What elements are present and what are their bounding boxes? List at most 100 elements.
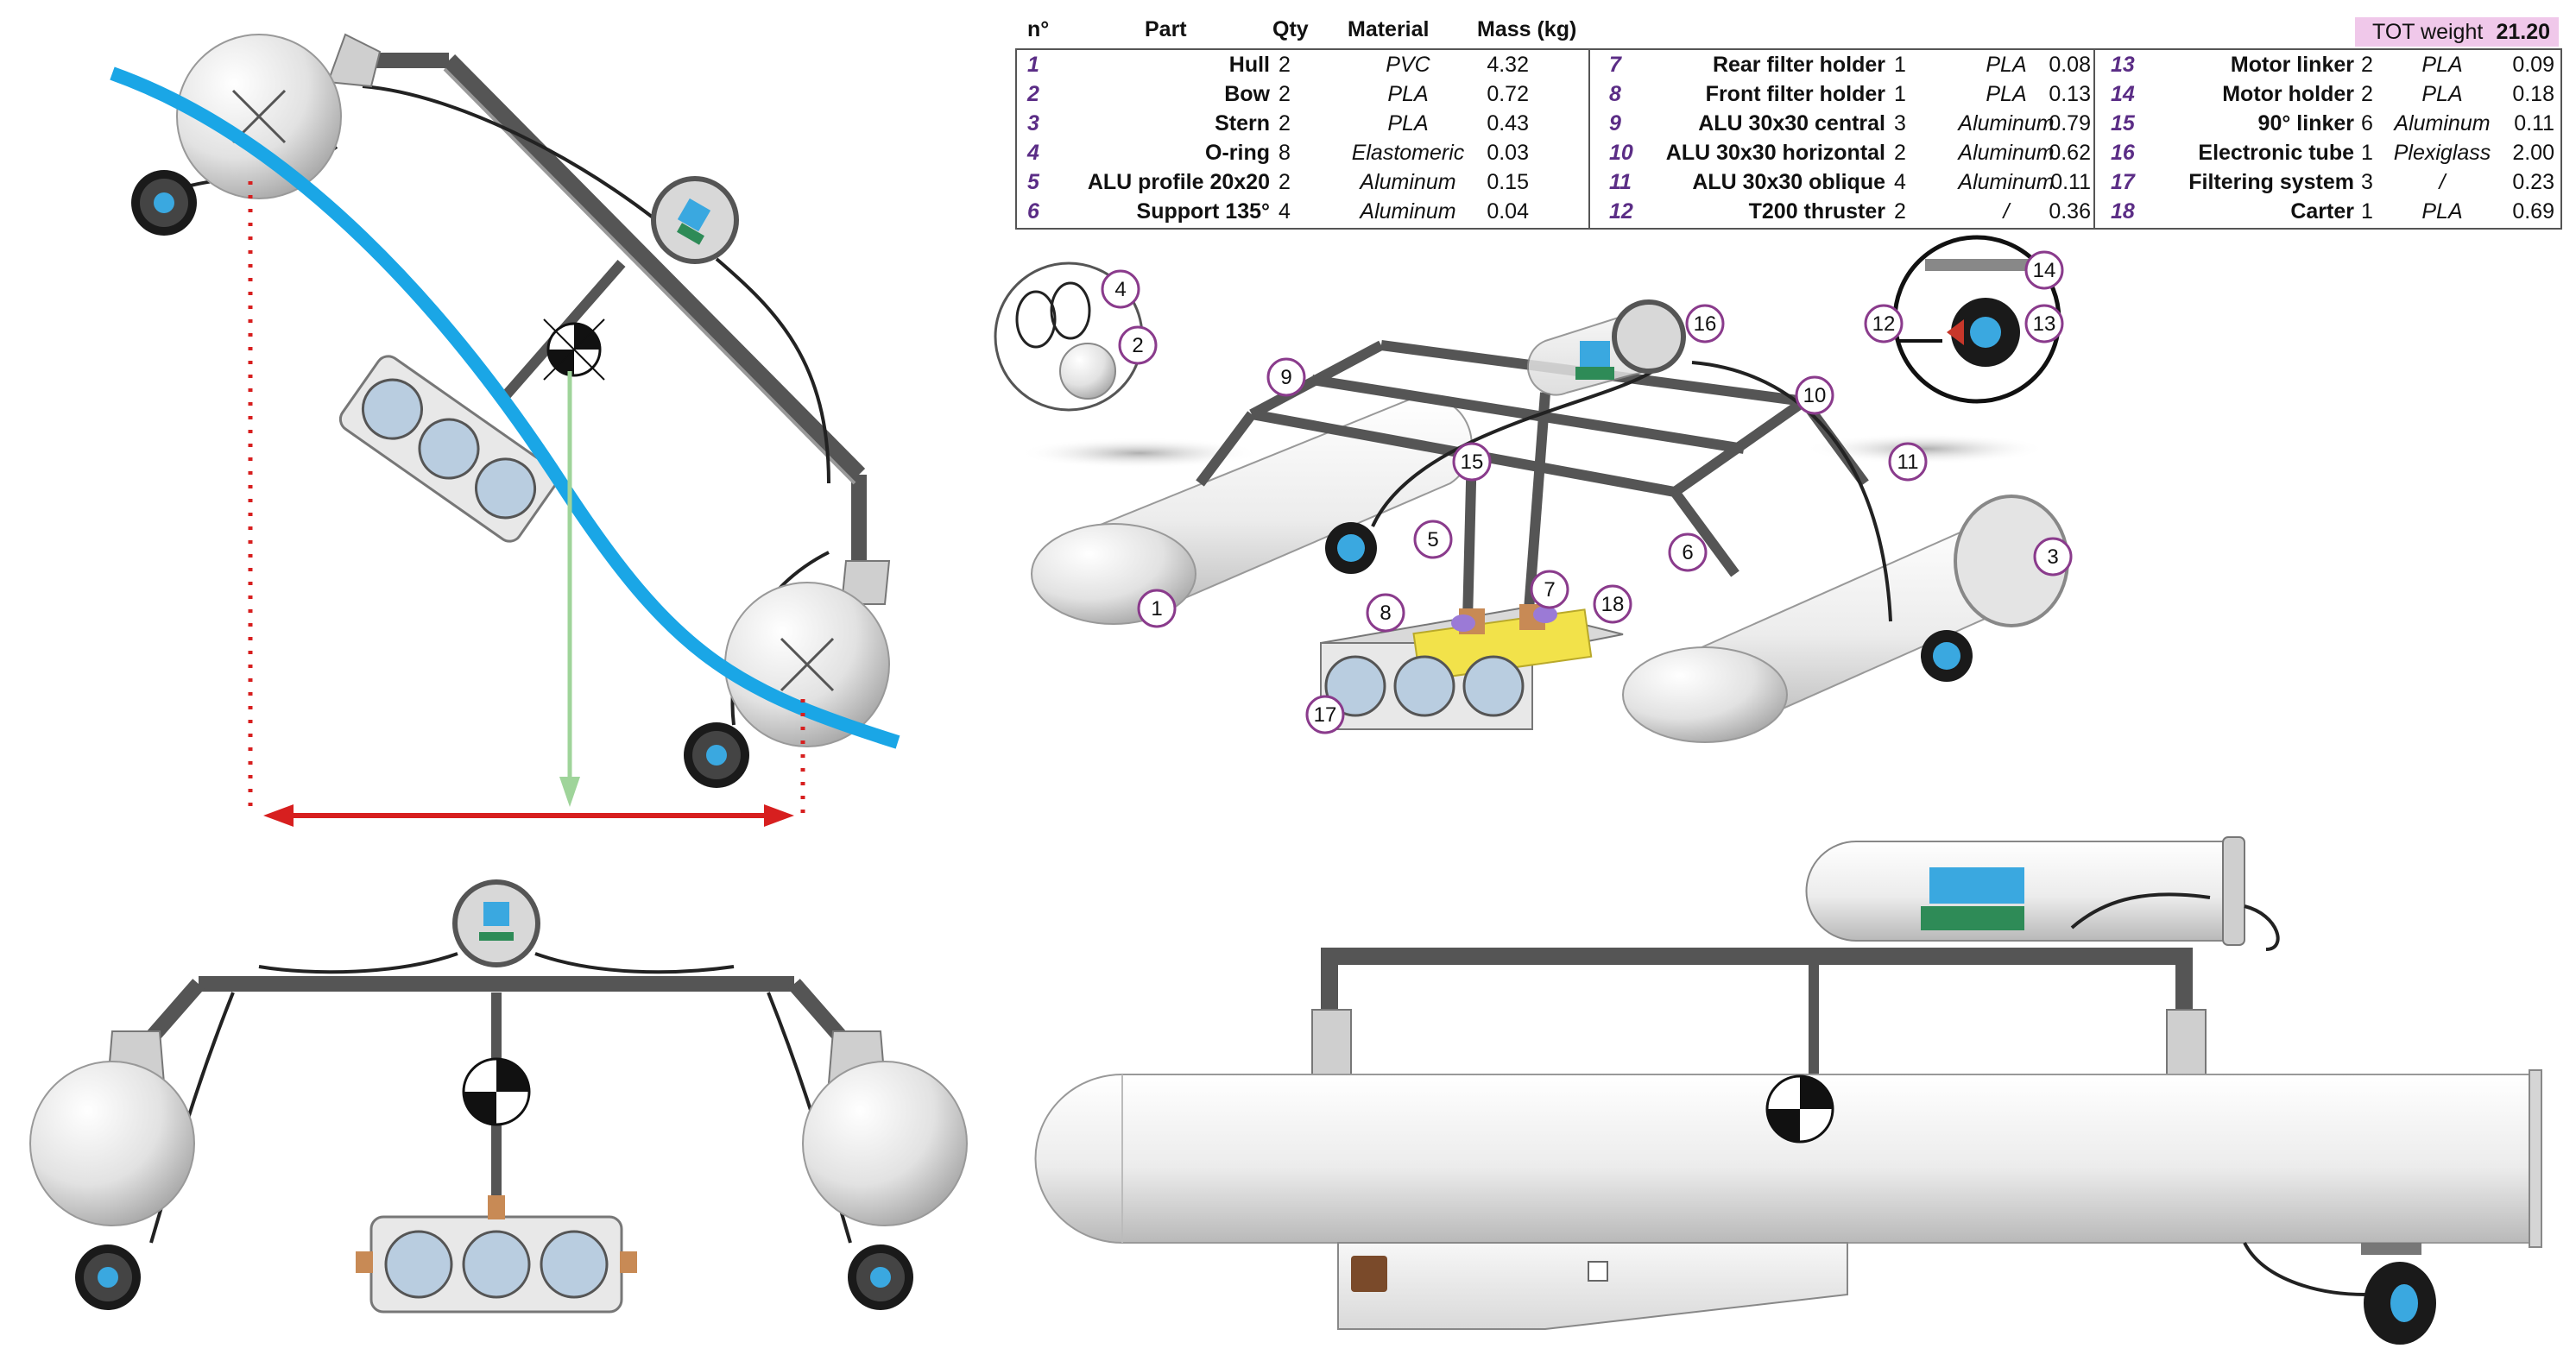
support-bracket	[840, 560, 891, 605]
filter-block	[338, 355, 559, 543]
hull	[1031, 395, 1473, 625]
callout-17: 17	[1305, 695, 1345, 734]
support-bracket	[326, 33, 382, 88]
svg-text:8: 8	[1380, 602, 1391, 625]
float-sphere	[29, 1061, 195, 1226]
callout-15: 15	[1452, 442, 1492, 482]
row-mass: 0.18	[2512, 82, 2554, 106]
svg-text:11: 11	[1897, 451, 1919, 474]
callout-10: 10	[1795, 375, 1834, 415]
row-qty: 1	[1894, 82, 1906, 106]
row-index: 10	[1609, 141, 1633, 165]
row-part: O-ring	[1205, 141, 1270, 165]
row-qty: 1	[1894, 53, 1906, 77]
row-qty: 2	[1894, 199, 1906, 224]
row-material: PLA	[2421, 82, 2463, 106]
row-part: ALU profile 20x20	[1087, 170, 1270, 194]
side-view	[1034, 836, 2542, 1345]
row-part: Motor linker	[2230, 53, 2354, 77]
thruster	[75, 1244, 141, 1310]
row-mass: 2.00	[2512, 141, 2554, 165]
row-part: Stern	[1215, 111, 1270, 135]
row-material: PLA	[2421, 199, 2463, 224]
svg-text:17: 17	[1314, 703, 1337, 727]
row-index: 14	[2111, 82, 2135, 106]
row-mass: 0.13	[2049, 82, 2091, 106]
row-mass: 0.43	[1487, 111, 1529, 135]
ground-shadow	[1804, 433, 2046, 464]
row-material: Elastomeric	[1351, 141, 1465, 165]
svg-text:3: 3	[2047, 545, 2058, 569]
callout-4: 4	[1101, 269, 1140, 309]
row-qty: 6	[2361, 111, 2373, 135]
row-material: PLA	[1387, 111, 1429, 135]
row-mass: 0.72	[1487, 82, 1529, 106]
callout-6: 6	[1668, 532, 1708, 572]
row-mass: 0.36	[2049, 199, 2091, 224]
row-qty: 4	[1279, 199, 1291, 224]
svg-text:14: 14	[2033, 259, 2056, 282]
callout-16: 16	[1685, 304, 1725, 343]
frame-beams	[1311, 948, 2207, 1080]
float-sphere	[802, 1061, 968, 1226]
row-mass: 0.11	[2050, 170, 2091, 194]
row-material: /	[2003, 199, 2010, 224]
weight-arrow	[559, 371, 580, 807]
row-part: Front filter holder	[1705, 82, 1885, 106]
row-qty: 2	[2361, 82, 2373, 106]
row-qty: 1	[2361, 199, 2373, 224]
electronics-battery	[479, 932, 514, 941]
row-index: 6	[1027, 199, 1039, 224]
tilted-front-view	[110, 33, 900, 827]
row-part: Electronic tube	[2198, 141, 2354, 165]
row-material: Aluminum	[1958, 111, 2055, 135]
svg-text:5: 5	[1427, 528, 1438, 551]
row-index: 11	[1609, 170, 1632, 194]
center-cross	[780, 637, 835, 692]
row-index: 9	[1609, 111, 1621, 135]
svg-text:6: 6	[1682, 541, 1693, 564]
row-index: 15	[2111, 111, 2135, 135]
ground-shadow	[1019, 438, 1260, 469]
callout-11: 11	[1888, 442, 1928, 482]
water-line	[110, 66, 900, 749]
row-qty: 2	[1894, 141, 1906, 165]
cables	[1371, 361, 1892, 622]
row-part: Rear filter holder	[1712, 53, 1885, 77]
row-part: Bow	[1224, 82, 1270, 106]
header-part: Part	[1145, 17, 1187, 41]
row-part: Support 135°	[1136, 199, 1270, 224]
row-material: PLA	[1986, 82, 2027, 106]
callout-7: 7	[1530, 570, 1569, 609]
row-mass: 0.08	[2049, 53, 2091, 77]
electronic-tube	[1805, 836, 2280, 951]
row-qty: 2	[1279, 170, 1291, 194]
row-index: 3	[1027, 111, 1039, 135]
row-material: Aluminum	[1958, 141, 2055, 165]
svg-text:15: 15	[1461, 451, 1484, 474]
callout-14: 14	[2024, 250, 2064, 290]
row-index: 2	[1027, 82, 1039, 106]
row-mass: 0.62	[2049, 141, 2091, 165]
row-qty: 3	[2361, 170, 2373, 194]
row-mass: 0.23	[2512, 170, 2554, 194]
row-index: 12	[1609, 199, 1633, 224]
svg-text:18: 18	[1601, 593, 1625, 616]
row-part: ALU 30x30 central	[1698, 111, 1885, 135]
row-index: 5	[1027, 170, 1039, 194]
thruster	[1325, 522, 1377, 574]
hull	[1034, 1069, 2542, 1248]
row-mass: 0.09	[2512, 53, 2554, 77]
table-divider	[2093, 48, 2095, 228]
hull	[1622, 495, 2069, 743]
